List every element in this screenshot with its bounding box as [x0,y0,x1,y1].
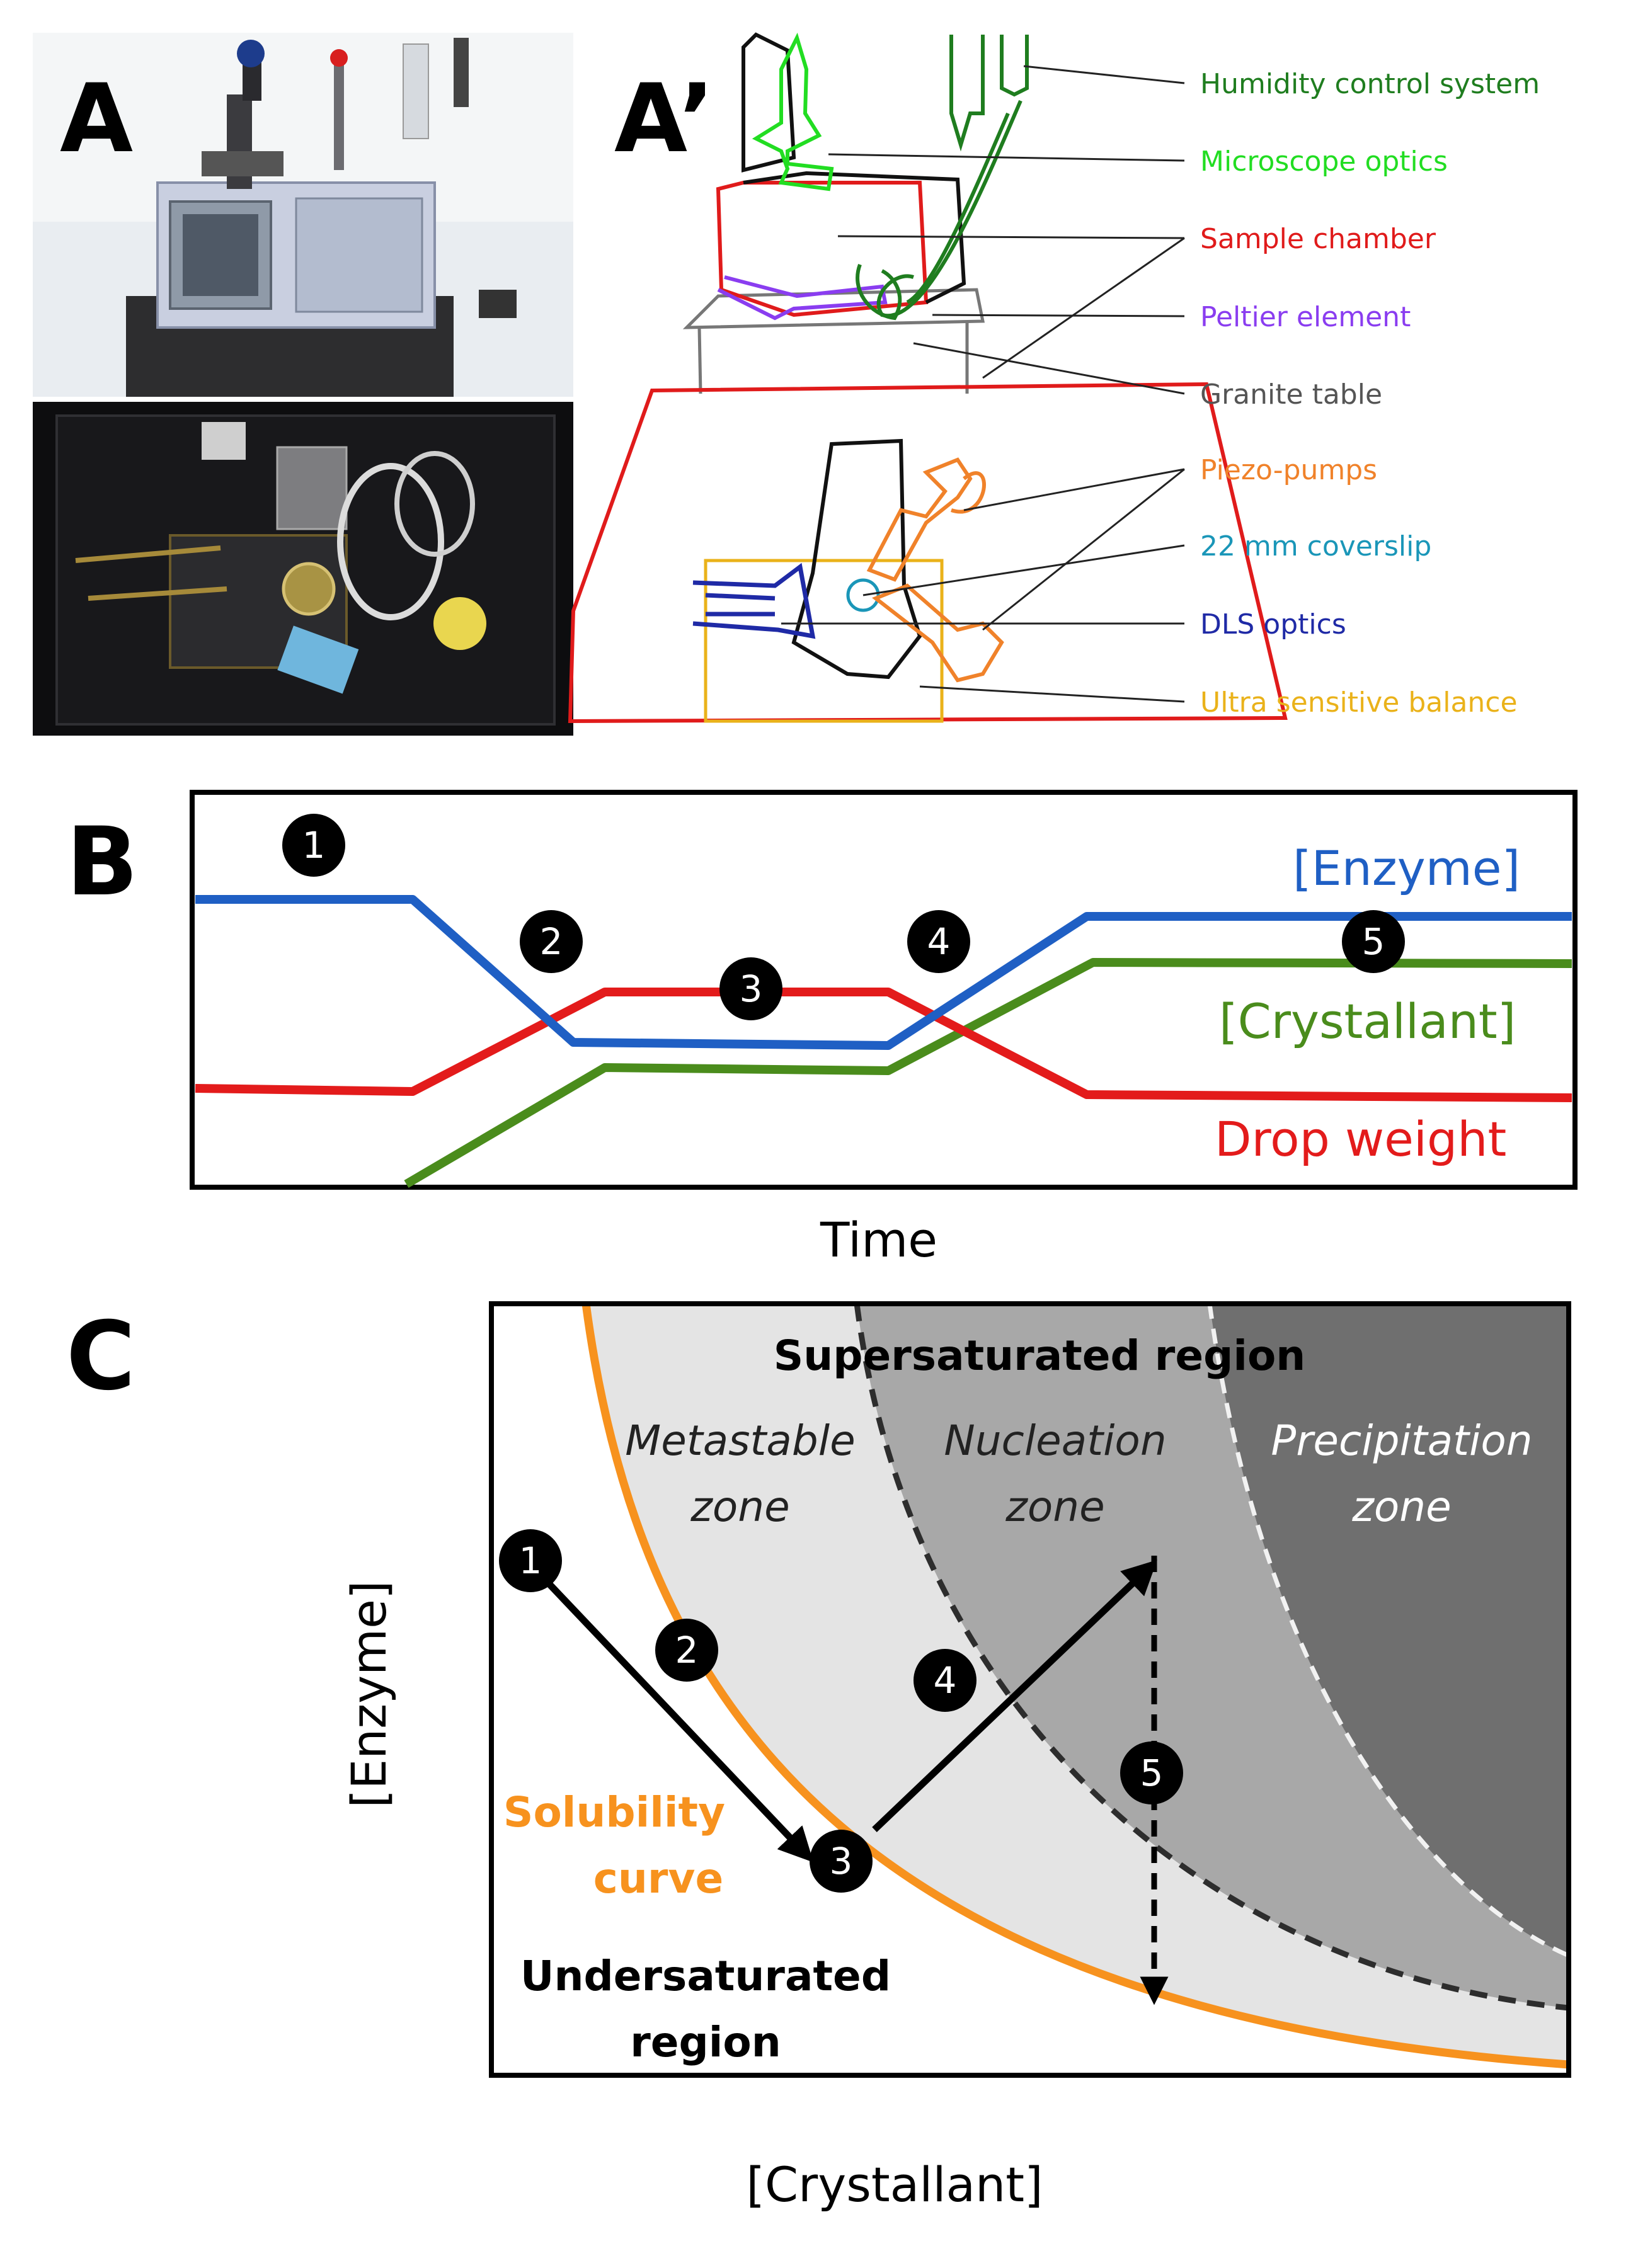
peltier-drawing [717,275,888,321]
balance-drawing [704,559,944,723]
crystallant-trace [404,958,1572,1188]
badge-b-3-number: 3 [740,967,763,1010]
callout-granite-table: Granite table [1200,379,1382,411]
badge-c-4-number: 4 [934,1659,957,1702]
coverslip-drawing [846,578,880,612]
dls-optics-drawing [692,562,816,639]
callout-peltier: Peltier element [1200,301,1411,333]
panel-a: A [33,33,573,736]
nucleation-label: Nucleation zone [944,1416,1166,1531]
badge-c-1-number: 1 [519,1539,542,1582]
drop-weight-label: Drop weight [1215,1111,1506,1167]
badge-b-3: 3 [719,957,782,1020]
granite-table-drawing [682,288,985,394]
panel-c-letter: C [66,1302,135,1411]
badge-b-5-number: 5 [1362,920,1385,963]
callout-piezo-pumps: Piezo-pumps [1200,454,1377,486]
enzyme-label: [Enzyme] [1293,840,1520,896]
panel-c-badges: 1 2 3 4 5 [499,1529,1183,1893]
nucleation-label-line1: Nucleation [944,1416,1166,1465]
callout-microscope-optics: Microscope optics [1200,145,1448,178]
panel-b-x-label: Time [820,1212,937,1268]
callout-balance: Ultra sensitive balance [1200,687,1518,719]
solubility-label-line1: Solubility [503,1788,725,1837]
panel-a-prime: A’ [568,32,1540,724]
microscope-optics-drawing [752,32,834,191]
instrument-photo-bottom [33,402,573,736]
supersaturated-title: Supersaturated region [774,1331,1306,1380]
precipitation-area [1210,1304,1569,1956]
panel-c: C 1 2 3 4 5 Supersaturated region Metast… [66,1301,1571,2213]
sample-chamber-drawing [716,32,966,317]
nucleation-boundary [854,1304,1569,2011]
arrow-1-to-3 [533,1567,814,1862]
precipitation-label-line1: Precipitation [1271,1416,1532,1465]
badge-c-4: 4 [914,1649,976,1712]
badge-b-2-number: 2 [540,920,563,963]
callout-sample-chamber: Sample chamber [1200,223,1436,255]
arrow-3-to-5 [872,1559,1157,1832]
metastable-label-line2: zone [690,1483,789,1531]
precipitation-label-line2: zone [1351,1483,1451,1531]
panel-b: B [Enzyme] [Crystallant] Drop weight 1 2… [66,790,1578,1268]
badge-b-5: 5 [1342,910,1405,973]
badge-c-2: 2 [655,1619,718,1682]
metastable-label-line1: Metastable [625,1416,855,1465]
badge-c-2-number: 2 [675,1629,699,1672]
badge-c-3: 3 [810,1830,873,1893]
precipitation-boundary [1207,1304,1569,1958]
solubility-label-line2: curve [593,1854,723,1903]
metastable-label: Metastable zone [625,1416,855,1531]
badge-c-5: 5 [1120,1741,1183,1804]
solubility-label: Solubility curve [503,1788,725,1903]
callout-humidity: Humidity control system [1200,68,1540,100]
badge-b-4: 4 [907,910,970,973]
chamber-top-view [568,382,1288,724]
solubility-curve [581,1304,1569,2069]
precipitation-label: Precipitation zone [1271,1416,1532,1531]
panel-a-prime-letter: A’ [614,64,714,174]
badge-c-5-number: 5 [1140,1752,1164,1794]
undersaturated-label-line2: region [630,2018,781,2066]
badge-b-1: 1 [282,814,345,877]
phase-regions [491,1304,1569,2075]
undersaturated-label: Undersaturated region [520,1952,891,2066]
crystallant-label: [Crystallant] [1219,993,1516,1049]
badge-b-1-number: 1 [302,824,326,867]
enzyme-trace [195,895,1572,1050]
nucleation-label-line2: zone [1005,1483,1104,1531]
panel-b-frame [190,790,1578,1190]
badge-c-3-number: 3 [830,1840,853,1883]
badge-c-1: 1 [499,1529,562,1592]
panel-c-x-label: [Crystallant] [746,2157,1043,2213]
badge-b-4-number: 4 [927,920,951,963]
badge-b-2: 2 [520,910,583,973]
panel-c-frame [489,1301,1571,2078]
panel-c-y-label: [Enzyme] [341,1580,397,1808]
undersaturated-label-line1: Undersaturated [520,1952,891,2000]
callout-coverslip: 22 mm coverslip [1200,530,1431,562]
piezo-pumps-drawing [866,457,1004,683]
callout-dls-optics: DLS optics [1200,608,1346,641]
callout-labels: Humidity control system Microscope optic… [1200,68,1540,719]
panel-b-letter: B [66,807,138,917]
panel-a-letter: A [60,64,133,174]
callout-leaders [781,65,1185,703]
panel-b-badges: 1 2 3 4 5 [282,814,1405,1020]
instrument-photo-top [33,33,573,397]
